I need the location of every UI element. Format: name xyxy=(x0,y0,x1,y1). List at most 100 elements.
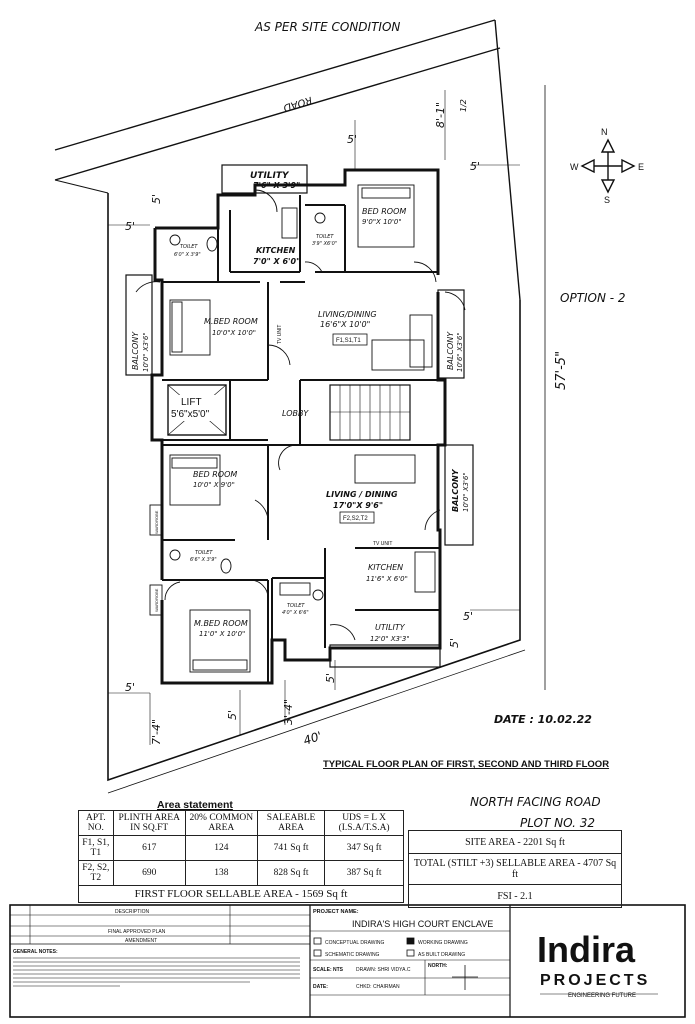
dim-bottom-a: 5' xyxy=(226,710,239,720)
total-sellable-area: TOTAL (STILT +3) SELLABLE AREA - 4707 Sq… xyxy=(408,853,622,885)
living-top-name: LIVING/DINING xyxy=(318,310,377,319)
unit-top: F1,S1,T1 xyxy=(336,338,361,344)
compass-e: E xyxy=(638,162,644,172)
living-bottom-size: 17'0"X 9'6" xyxy=(333,501,383,510)
compass-w: W xyxy=(570,162,579,172)
tb-description: DESCRIPTION xyxy=(115,909,150,915)
tb-working: WORKING DRAWING xyxy=(418,940,468,946)
table-header-row: APT. NO. PLINTH AREA IN SQ.FT 20% COMMON… xyxy=(78,810,404,836)
toilet-top-r-size: 3'9" X6'0" xyxy=(312,241,337,247)
cell: 124 xyxy=(184,835,258,861)
toilet-top-l-size: 6'0" X 3'9" xyxy=(174,252,201,258)
road-label: ROAD xyxy=(282,94,314,113)
wardrobe-2: WARDROBE xyxy=(154,588,159,612)
cell: 387 Sq ft xyxy=(324,860,404,886)
utility-top-name: UTILITY xyxy=(250,171,290,181)
site-area-table: SITE AREA - 2201 Sq ft TOTAL (STILT +3) … xyxy=(408,830,622,908)
balcony-r-top-size: 10'6" X3'6" xyxy=(456,332,464,372)
sellable-area-total: FIRST FLOOR SELLABLE AREA - 1569 Sq ft xyxy=(78,885,404,903)
dim-right-mid: 5' xyxy=(448,638,461,648)
cell: 347 Sq ft xyxy=(324,835,404,861)
cell: 828 Sq ft xyxy=(256,860,326,886)
tb-date-label: DATE: xyxy=(313,984,328,990)
date-label: DATE : 10.02.22 xyxy=(494,713,592,726)
compass-n: N xyxy=(601,127,608,137)
fsi: FSI - 2.1 xyxy=(408,884,622,908)
dim-top-left: 5' xyxy=(150,194,163,204)
toilet-bottom-r-name: TOILET xyxy=(287,603,305,609)
tb-as-built: AS BUILT DRAWING xyxy=(418,952,465,958)
cell: F1, S1, T1 xyxy=(78,835,114,861)
header-common: 20% COMMON AREA xyxy=(184,810,258,836)
option-label: OPTION - 2 xyxy=(560,291,626,305)
cell: 138 xyxy=(184,860,258,886)
kitchen-top-size: 7'0" X 6'0" xyxy=(253,257,300,266)
mbed-top-name: M.BED ROOM xyxy=(204,317,258,326)
header-apt: APT. NO. xyxy=(78,810,114,836)
lift-size: 5'6"x5'0" xyxy=(171,409,210,420)
brand-indira: Indira xyxy=(537,929,636,970)
lift-name: LIFT xyxy=(181,397,202,408)
area-statement-table: APT. NO. PLINTH AREA IN SQ.FT 20% COMMON… xyxy=(78,810,404,903)
utility-bottom-size: 12'0" X3'3" xyxy=(370,635,410,643)
compass-s: S xyxy=(604,195,610,205)
dim-bottom-c: 5' xyxy=(324,673,337,683)
tb-amendment: AMENDMENT xyxy=(125,938,157,944)
tb-drawn: DRAWN: SHRI VIDYA.C xyxy=(356,967,411,973)
brand-tagline: ENGINEERING FUTURE xyxy=(568,993,636,999)
balcony-l-size: 10'0" X3'6" xyxy=(142,332,150,372)
dim-fraction: 1/2 xyxy=(459,99,468,112)
toilet-bottom-r-size: 4'0" X 6'6" xyxy=(282,610,309,616)
table-row: F2, S2, T2 690 138 828 Sq ft 387 Sq ft xyxy=(78,860,404,886)
tb-conceptual: CONCEPTUAL DRAWING xyxy=(325,940,384,946)
tb-project-name-label: PROJECT NAME: xyxy=(313,909,359,915)
lobby-label: LOBBY xyxy=(282,409,309,418)
tv-unit-top: TV UNIT xyxy=(277,325,283,344)
dim-bottom-left: 5' xyxy=(125,681,135,694)
north-facing-label: NORTH FACING ROAD xyxy=(470,795,601,809)
tb-final: FINAL APPROVED PLAN xyxy=(108,929,166,935)
mbed-bottom-size: 11'0" X 10'0" xyxy=(199,630,245,638)
tb-scale-label: SCALE: xyxy=(313,967,332,973)
bed-bottom-name: BED ROOM xyxy=(193,470,237,479)
dim-bottom-left-corner: 7'-4" xyxy=(150,719,163,745)
toilet-bottom-l-name: TOILET xyxy=(195,550,213,556)
tb-scale: NTS xyxy=(333,967,344,973)
bed-bottom-size: 10'0" X 9'0" xyxy=(193,481,235,489)
kitchen-top-name: KITCHEN xyxy=(256,246,296,255)
header-uds: UDS = L X (I.S.A/T.S.A) xyxy=(324,810,404,836)
bed-top-name: BED ROOM xyxy=(362,207,406,216)
dim-right-top: 5' xyxy=(470,160,480,173)
tb-north: NORTH: xyxy=(428,963,448,969)
dim-depth: 57'-5" xyxy=(554,351,569,390)
toilet-bottom-l-size: 6'6" X 3'9" xyxy=(190,557,217,563)
cell: F2, S2, T2 xyxy=(78,860,114,886)
table-row: F1, S1, T1 617 124 741 Sq ft 347 Sq ft xyxy=(78,835,404,861)
dim-right-bottom: 5' xyxy=(463,610,473,623)
table-footer-row: FIRST FLOOR SELLABLE AREA - 1569 Sq ft xyxy=(78,885,404,903)
site-area: SITE AREA - 2201 Sq ft xyxy=(408,830,622,854)
brand-projects: PROJECTS xyxy=(540,972,650,989)
tb-general-notes: GENERAL NOTES: xyxy=(13,949,58,955)
mbed-top-size: 10'0"X 10'0" xyxy=(212,329,256,337)
utility-top-size: 7'6" X 3'9" xyxy=(253,181,300,190)
living-top-size: 16'6"X 10'0" xyxy=(320,320,370,329)
wardrobe-1: WARDROBE xyxy=(154,510,159,534)
cell: 617 xyxy=(112,835,186,861)
dim-left-top: 5' xyxy=(125,220,135,233)
unit-bottom: F2,S2,T2 xyxy=(343,516,368,522)
header-plinth: PLINTH AREA IN SQ.FT xyxy=(112,810,186,836)
kitchen-bottom-size: 11'6" X 6'0" xyxy=(366,575,408,583)
dim-width: 40' xyxy=(302,729,324,748)
toilet-top-r-name: TOILET xyxy=(316,234,334,240)
top-note: AS PER SITE CONDITION xyxy=(254,20,400,34)
plan-title: TYPICAL FLOOR PLAN OF FIRST, SECOND AND … xyxy=(323,759,609,770)
mbed-bottom-name: M.BED ROOM xyxy=(194,619,248,628)
tb-schematic: SCHEMATIC DRAWING xyxy=(325,952,380,958)
kitchen-bottom-name: KITCHEN xyxy=(368,563,403,572)
dim-top-right: 8'-1" xyxy=(434,102,447,128)
area-statement-title: Area statement xyxy=(157,799,233,811)
plot-no: PLOT NO. 32 xyxy=(520,816,595,830)
bed-top-size: 9'0"X 10'0" xyxy=(362,218,402,226)
